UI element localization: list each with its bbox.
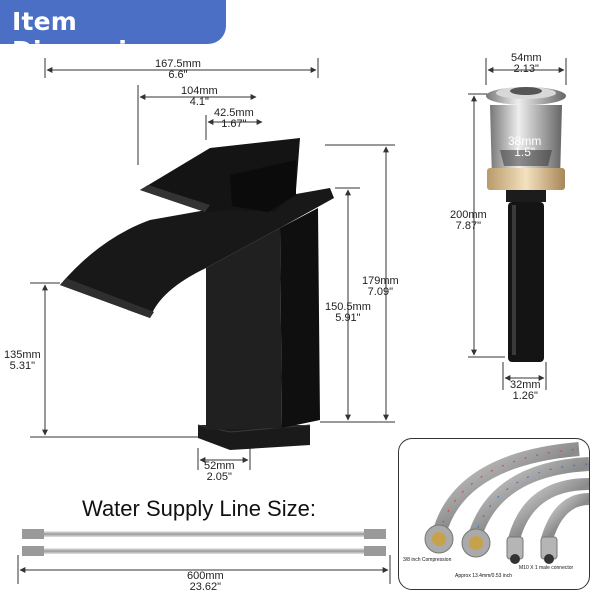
drain-image <box>486 87 566 362</box>
approx-label: Approx 13.4mm/0.53 inch <box>455 573 512 579</box>
supply-hoses-image <box>22 529 386 556</box>
supply-line-heading: Water Supply Line Size: <box>82 496 316 521</box>
male-connector-label: M10 X 1 male connector <box>519 565 574 571</box>
faucet-image <box>60 138 334 450</box>
title-banner: Item Dimensions <box>0 0 226 65</box>
connector-inset: 3/8 inch Compression Approx 13.4mm/0.53 … <box>398 438 590 590</box>
compression-label: 3/8 inch Compression <box>403 557 452 563</box>
page-title: Item Dimensions <box>12 7 178 65</box>
connector-photo <box>424 442 589 564</box>
